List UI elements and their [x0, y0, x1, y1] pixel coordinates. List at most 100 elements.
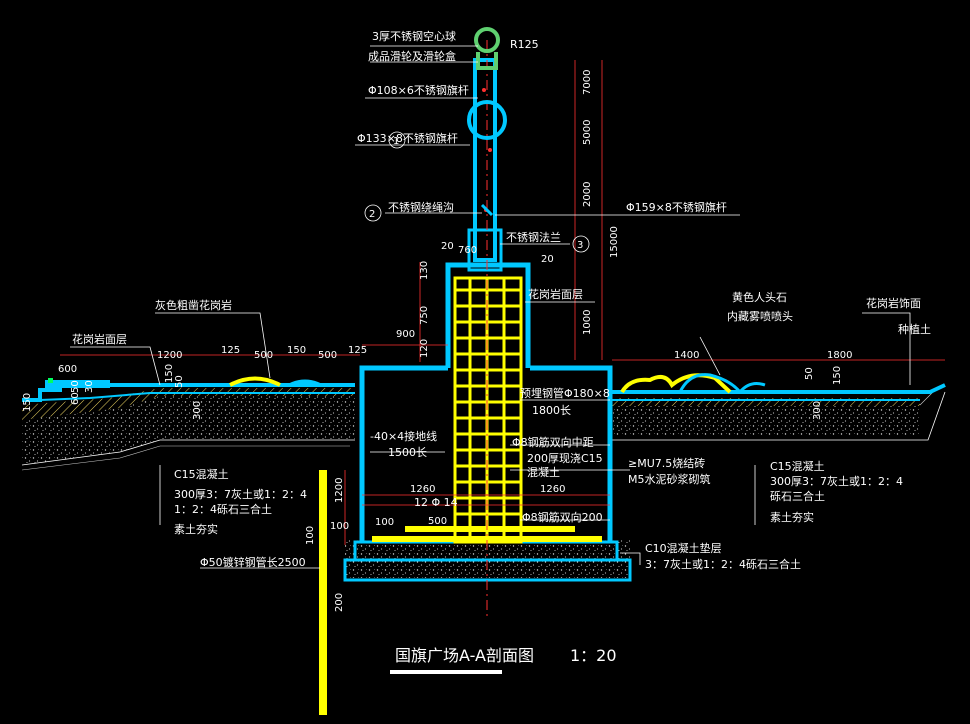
label-ball: 3厚不锈钢空心球 — [372, 29, 456, 43]
dim-50c: 50 — [174, 375, 185, 388]
dim-1800: 1800 — [827, 350, 852, 361]
dim-1400: 1400 — [674, 350, 699, 361]
dim-100b: 100 — [375, 517, 394, 528]
label-granite-finish: 花岗岩饰面 — [866, 296, 921, 310]
label-soil-left: 素土夯实 — [174, 522, 218, 536]
granite-stone-2 — [289, 379, 321, 387]
yellow-cobble-stones — [620, 373, 732, 394]
left-paving — [22, 376, 355, 402]
label-ground-len: 1500长 — [388, 446, 427, 459]
dim-20a: 20 — [441, 241, 454, 252]
dimension-lines — [60, 60, 945, 545]
dim-1200b: 1200 — [334, 478, 345, 503]
dim-60: 60 — [70, 392, 81, 405]
label-yellow-stone: 黄色人头石 — [732, 290, 787, 304]
label-pole133: Φ133×8不锈钢旗杆 — [357, 131, 458, 145]
label-embedded-len: 1800长 — [532, 404, 571, 417]
label-pulley: 成品滑轮及滑轮盒 — [368, 49, 456, 63]
label-c15-right: C15混凝土 — [770, 459, 825, 473]
rebar-rings — [455, 288, 521, 532]
dim-1260a: 1260 — [410, 484, 435, 495]
label-rebar-both: Φ8钢筋双向中距 — [512, 435, 594, 449]
label-c10: C10混凝土垫层 — [645, 541, 722, 555]
label-r125: R125 — [510, 38, 539, 51]
flagpole — [467, 27, 507, 620]
label-pole108: Φ108×6不锈钢旗杆 — [368, 83, 469, 97]
right-paving — [612, 373, 946, 401]
dim-150c: 150 — [164, 364, 175, 383]
label-rebar14: 12 Φ 14 — [414, 496, 458, 509]
dim-30: 30 — [84, 380, 95, 393]
leader-lines — [70, 45, 911, 569]
label-grey-granite: 灰色粗凿花岗岩 — [155, 298, 232, 312]
dim-300b: 300 — [812, 401, 823, 420]
marker-3: 3 — [577, 240, 583, 251]
dim-125b: 125 — [348, 345, 367, 356]
finial-ball — [474, 27, 500, 53]
dim-2000: 2000 — [582, 182, 593, 207]
dim-1260b: 1260 — [540, 484, 565, 495]
dim-500a: 500 — [254, 350, 273, 361]
label-granite-surface: 花岗岩面层 — [528, 287, 583, 301]
label-planting-soil: 种植土 — [898, 322, 931, 336]
label-ground-wire: -40×4接地线 — [370, 429, 437, 443]
label-rebar200: Φ8钢筋双向200 — [522, 510, 603, 524]
dim-300a: 300 — [192, 401, 203, 420]
dim-900: 900 — [396, 329, 415, 340]
dim-750: 750 — [419, 306, 430, 325]
granite-stone-1 — [229, 376, 281, 387]
dim-100a: 100 — [330, 521, 349, 532]
dim-20b: 20 — [541, 254, 554, 265]
dim-125a: 125 — [221, 345, 240, 356]
drawing-title: 国旗广场A-A剖面图 — [395, 646, 534, 665]
pulley-box — [476, 52, 498, 70]
label-hook: 不锈钢绕绳沟 — [388, 200, 454, 214]
dim-50b: 50 — [804, 367, 815, 380]
dim-760: 760 — [458, 245, 477, 256]
dim-150a: 150 — [287, 345, 306, 356]
dim-150d: 150 — [832, 366, 843, 385]
dim-1200a: 1200 — [157, 350, 182, 361]
left-ground-layers — [21, 388, 355, 471]
title-underline — [390, 670, 502, 674]
label-mist-nozzle: 内藏雾喷喷头 — [727, 309, 793, 323]
dim-120: 120 — [419, 339, 430, 358]
pole-joint-ring — [467, 100, 507, 140]
dim-5000: 5000 — [582, 120, 593, 145]
label-pole159: Φ159×8不锈钢旗杆 — [626, 200, 727, 214]
label-lime-right2: 砾石三合土 — [770, 489, 825, 503]
section-markers — [364, 131, 590, 253]
dim-1000: 1000 — [582, 310, 593, 335]
dim-200: 200 — [334, 593, 345, 612]
marker-2: 2 — [369, 209, 375, 220]
dim-150b: 150 — [22, 393, 33, 412]
marker-1: 1 — [393, 136, 399, 147]
rebar-cage — [453, 276, 523, 544]
label-lime-left1: 300厚3：7灰土或1：2：4 — [174, 487, 307, 501]
label-base-lime: 3：7灰土或1：2：4砾石三合土 — [645, 557, 801, 571]
label-soil-right: 素土夯实 — [770, 510, 814, 524]
dim-15000: 15000 — [609, 226, 620, 258]
dim-500c: 500 — [428, 516, 447, 527]
label-concrete200: 200厚现浇C15 — [527, 452, 603, 465]
label-c15-left: C15混凝土 — [174, 467, 229, 481]
label-concrete-mix: 混凝土 — [527, 465, 560, 479]
label-mortar: M5水泥砂浆砌筑 — [628, 472, 711, 486]
dim-50a: 50 — [70, 380, 81, 393]
label-brick: ≥MU7.5烧结砖 — [628, 456, 705, 470]
label-galv-pipe: Φ50镀锌钢管长2500 — [200, 555, 306, 569]
right-ground-layers — [612, 389, 946, 441]
dim-100c: 100 — [305, 526, 316, 545]
dim-500b: 500 — [318, 350, 337, 361]
dim-130: 130 — [419, 261, 430, 280]
label-embedded-pipe: 预埋钢管Φ180×8 — [520, 386, 610, 400]
label-lime-right1: 300厚3：7灰土或1：2：4 — [770, 474, 903, 488]
label-flange: 不锈钢法兰 — [506, 230, 561, 244]
dim-600: 600 — [58, 364, 77, 375]
label-granite-left: 花岗岩面层 — [72, 332, 127, 346]
dim-7000: 7000 — [582, 70, 593, 95]
galvanized-pipe — [319, 470, 327, 715]
drawing-scale: 1：20 — [570, 646, 617, 665]
label-lime-left2: 1：2：4砾石三合土 — [174, 502, 272, 516]
